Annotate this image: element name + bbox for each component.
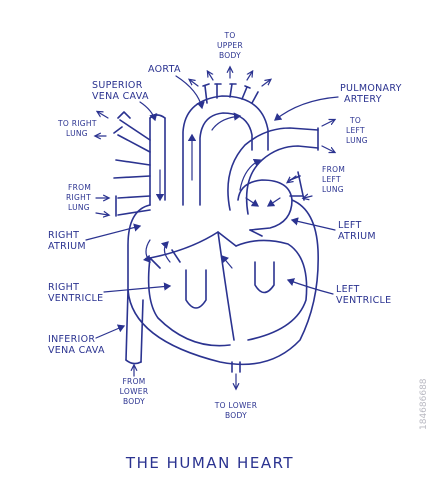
label-to-lower-body-2: BODY — [225, 411, 247, 420]
label-from-lower-body-3: BODY — [123, 397, 145, 406]
label-to-left-lung-1: TO — [349, 116, 361, 125]
label-to-upper-body-1: TO — [223, 31, 235, 40]
aortic-arch-outer — [182, 95, 269, 206]
label-right-ventricle-1: RIGHT — [48, 282, 79, 293]
pointer-pulmonary-artery — [274, 96, 339, 121]
diagram-title: THE HUMAN HEART — [125, 454, 294, 472]
label-inferior-vena-cava-1: INFERIOR — [48, 334, 95, 345]
superior-vena-cava-vessel — [149, 117, 166, 206]
label-aorta: AORTA — [148, 64, 181, 75]
label-to-right-lung-1: TO RIGHT — [57, 119, 97, 128]
label-left-ventricle-1: LEFT — [336, 284, 360, 295]
arrow-to-left-lung-2 — [321, 145, 334, 152]
label-to-right-lung-2: LUNG — [66, 129, 88, 138]
label-from-right-lung-2: RIGHT — [66, 193, 91, 202]
label-from-left-lung-2: LEFT — [322, 175, 341, 184]
pointer-right-ventricle — [103, 282, 172, 293]
label-pulmonary-artery-2: ARTERY — [344, 94, 382, 105]
pointer-left-atrium — [290, 217, 336, 231]
pointer-right-atrium — [85, 223, 142, 241]
flow-arrow-rv-out — [160, 241, 171, 263]
label-inferior-vena-cava-2: VENA CAVA — [48, 345, 105, 356]
interventricular-septum — [149, 231, 235, 341]
label-from-left-lung-3: LUNG — [322, 185, 344, 194]
label-right-atrium-1: RIGHT — [48, 230, 79, 241]
pulmonary-trunk-outer — [227, 127, 319, 211]
pointer-aorta — [175, 75, 205, 110]
label-from-lower-body-2: LOWER — [120, 387, 149, 396]
descending-aorta-stub — [231, 361, 241, 373]
flow-arrow-la-2 — [267, 197, 281, 207]
flow-arrow-la-1 — [245, 197, 259, 207]
left-ventricle-inner — [235, 239, 308, 341]
label-superior-vena-cava-1: SUPERIOR — [92, 80, 143, 91]
label-from-right-lung-3: LUNG — [68, 203, 90, 212]
label-right-atrium-2: ATRIUM — [48, 241, 86, 252]
flow-arrow-arch — [211, 112, 242, 131]
label-from-lower-body-1: FROM — [122, 377, 145, 386]
left-pulmonary-veins — [289, 171, 305, 201]
flow-arrow-ra — [142, 239, 151, 263]
label-left-ventricle-2: VENTRICLE — [336, 295, 391, 306]
right-pulmonary-branches — [113, 111, 151, 153]
upper-body-arteries — [204, 83, 259, 104]
label-left-atrium-2: ATRIUM — [338, 231, 376, 242]
label-to-left-lung-3: LUNG — [346, 136, 368, 145]
flow-u-left-ventricle — [254, 261, 275, 294]
arrow-to-left-lung-1 — [321, 120, 334, 127]
upper-body-artery-caps — [202, 83, 251, 89]
inferior-vena-cava-vessel — [125, 289, 144, 363]
label-from-left-lung-1: FROM — [322, 165, 345, 174]
arrow-upper-1 — [208, 72, 214, 81]
label-to-upper-body-3: BODY — [219, 51, 241, 60]
label-pulmonary-artery-1: PULMONARY — [340, 83, 402, 94]
arrow-upper-3 — [246, 72, 252, 81]
label-to-lower-body-1: TO LOWER — [214, 401, 257, 410]
watermark-id: 184686688 — [419, 378, 429, 430]
arrow-upper-4 — [190, 80, 199, 87]
label-to-upper-body-2: UPPER — [217, 41, 243, 50]
tricuspid-valve — [149, 249, 181, 269]
arrow-to-right-lung-1 — [98, 112, 109, 119]
arrow-from-left-lung-1 — [288, 175, 297, 182]
right-ventricle-inner — [147, 257, 231, 347]
pulmonary-trunk-inner — [245, 145, 319, 215]
aortic-arch-inner — [199, 112, 253, 206]
arrow-from-right-lung-2 — [95, 213, 108, 215]
label-from-right-lung-1: FROM — [68, 183, 91, 192]
pointer-left-ventricle — [286, 278, 334, 295]
pointer-superior-vena-cava — [139, 101, 158, 122]
flow-arrow-lv-out — [221, 255, 233, 269]
label-to-left-lung-2: LEFT — [346, 126, 365, 135]
label-left-atrium-1: LEFT — [338, 220, 362, 231]
flow-arrow-pulmonary — [239, 158, 262, 191]
label-right-ventricle-2: VENTRICLE — [48, 293, 103, 304]
mitral-valve — [217, 229, 263, 247]
right-pulmonary-veins-upper — [113, 159, 151, 179]
heart-outline — [127, 199, 319, 366]
pointer-inferior-vena-cava — [95, 324, 126, 339]
right-pulmonary-veins-lower — [115, 195, 151, 217]
arrow-from-left-lung-2 — [304, 196, 313, 198]
arrow-upper-5 — [261, 80, 270, 87]
left-atrium-wall — [237, 179, 293, 231]
flow-u-right-ventricle — [185, 269, 207, 309]
superior-vena-cava-opening — [149, 114, 166, 119]
inferior-vena-cava-opening — [125, 359, 142, 365]
heart-illustration — [113, 83, 319, 373]
label-superior-vena-cava-2: VENA CAVA — [92, 91, 149, 102]
